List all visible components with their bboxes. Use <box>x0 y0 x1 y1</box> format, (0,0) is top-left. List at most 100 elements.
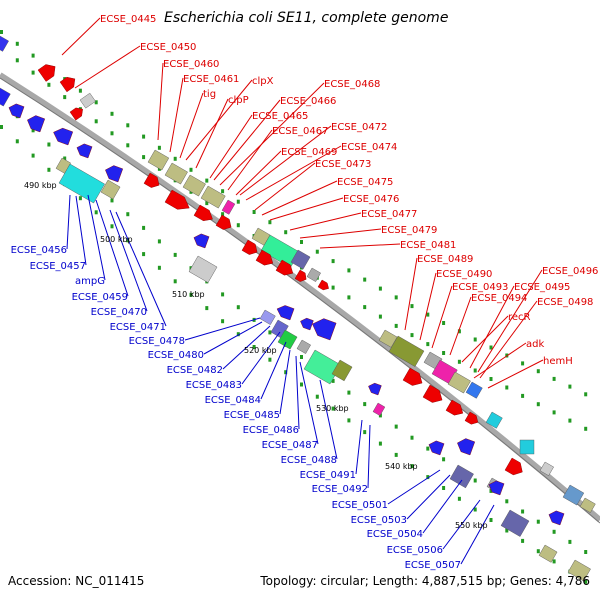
tick-mark <box>505 528 509 533</box>
tick-mark <box>142 225 146 230</box>
gene-label-forward: recR <box>508 312 531 323</box>
leader-line <box>473 342 527 379</box>
tick-mark <box>442 321 446 325</box>
tick-mark <box>157 265 161 270</box>
tick-mark <box>521 393 525 398</box>
tick-mark <box>489 377 493 381</box>
tick-mark <box>457 359 461 364</box>
gene-arrow <box>53 127 74 146</box>
tick-mark <box>536 549 540 554</box>
gene-label-reverse: ECSE_0480 <box>148 350 204 361</box>
leader-line <box>422 479 463 534</box>
tick-mark <box>489 345 493 350</box>
gene-block <box>147 149 170 171</box>
gene-block <box>388 335 425 367</box>
leader-line <box>235 150 282 196</box>
tick-mark <box>110 224 114 229</box>
leader-line <box>61 17 101 56</box>
tick-mark <box>552 376 556 381</box>
tick-mark <box>252 210 256 214</box>
gene-label-forward: ECSE_0493 <box>452 282 508 293</box>
tick-mark <box>457 496 461 501</box>
tick-mark <box>47 167 51 172</box>
gene-block <box>579 497 596 513</box>
tick-mark <box>63 95 67 100</box>
tick-mark <box>315 249 319 254</box>
gene-label-reverse: ECSE_0507 <box>405 560 461 571</box>
gene-label-reverse: ampG <box>75 276 105 287</box>
tick-mark <box>126 238 130 243</box>
tick-mark <box>236 332 240 337</box>
tick-mark <box>442 486 446 490</box>
leader-line <box>254 162 316 211</box>
gene-arrow <box>276 305 295 321</box>
tick-mark <box>552 529 556 534</box>
tick-mark <box>378 286 382 291</box>
gene-label-forward: ECSE_0479 <box>381 225 437 236</box>
gene-label-reverse: ECSE_0471 <box>110 322 166 333</box>
leader-line <box>66 194 71 250</box>
tick-mark <box>505 385 509 390</box>
gene-block <box>79 92 96 109</box>
gene-label-reverse: ECSE_0491 <box>300 470 356 481</box>
gene-block <box>164 162 188 185</box>
tick-mark <box>15 139 19 144</box>
scale-label: 530 kbp <box>316 404 349 413</box>
tick-mark <box>110 111 114 116</box>
gene-arrow <box>241 239 258 255</box>
leader-line <box>449 296 472 356</box>
tick-mark <box>173 156 177 161</box>
tick-mark <box>221 292 225 297</box>
gene-block <box>465 381 483 399</box>
gene-arrow <box>105 165 124 183</box>
tick-mark <box>268 220 272 225</box>
tick-mark <box>473 368 477 373</box>
leader-line <box>222 325 271 370</box>
gene-block <box>372 402 386 416</box>
gene-label-forward: clpX <box>252 76 274 87</box>
gene-label-forward: ECSE_0468 <box>324 79 380 90</box>
tick-mark <box>126 212 130 217</box>
tick-mark <box>31 128 35 133</box>
leader-line <box>279 349 291 415</box>
gene-arrow <box>215 214 232 230</box>
gene-arrow <box>368 382 382 396</box>
tick-mark <box>205 178 209 183</box>
gene-label-forward: ECSE_0494 <box>471 293 527 304</box>
leader-line <box>319 243 401 249</box>
gene-label-forward: ECSE_0461 <box>183 74 239 85</box>
tick-mark <box>110 198 114 203</box>
tick-mark <box>394 295 398 300</box>
tick-mark <box>94 100 98 105</box>
tick-mark <box>268 357 272 362</box>
tick-mark <box>173 252 177 257</box>
tick-mark <box>473 478 477 483</box>
tick-mark <box>63 156 67 161</box>
gene-arrow <box>143 172 160 188</box>
gene-label-forward: ECSE_0477 <box>361 209 417 220</box>
tick-mark <box>426 312 430 317</box>
gene-block <box>0 87 11 107</box>
leader-line <box>87 194 106 281</box>
tick-mark <box>442 351 446 355</box>
tick-mark <box>410 464 414 469</box>
gene-arrow <box>59 76 76 93</box>
leader-line <box>75 195 87 266</box>
gene-arrow <box>76 143 93 159</box>
leader-line <box>469 285 515 369</box>
leader-line <box>203 321 263 355</box>
leader-line <box>477 269 543 373</box>
gene-label-forward: ECSE_0496 <box>542 266 598 277</box>
tick-mark <box>31 70 35 75</box>
tick-mark <box>31 53 35 58</box>
tick-mark <box>284 370 288 375</box>
tick-mark <box>236 199 240 204</box>
gene-label-forward: ECSE_0467 <box>272 126 328 137</box>
tick-mark <box>126 123 130 128</box>
leader-line <box>269 197 344 221</box>
gene-label-forward: ECSE_0476 <box>343 194 399 205</box>
gene-features <box>0 35 596 582</box>
tick-mark <box>221 189 225 194</box>
